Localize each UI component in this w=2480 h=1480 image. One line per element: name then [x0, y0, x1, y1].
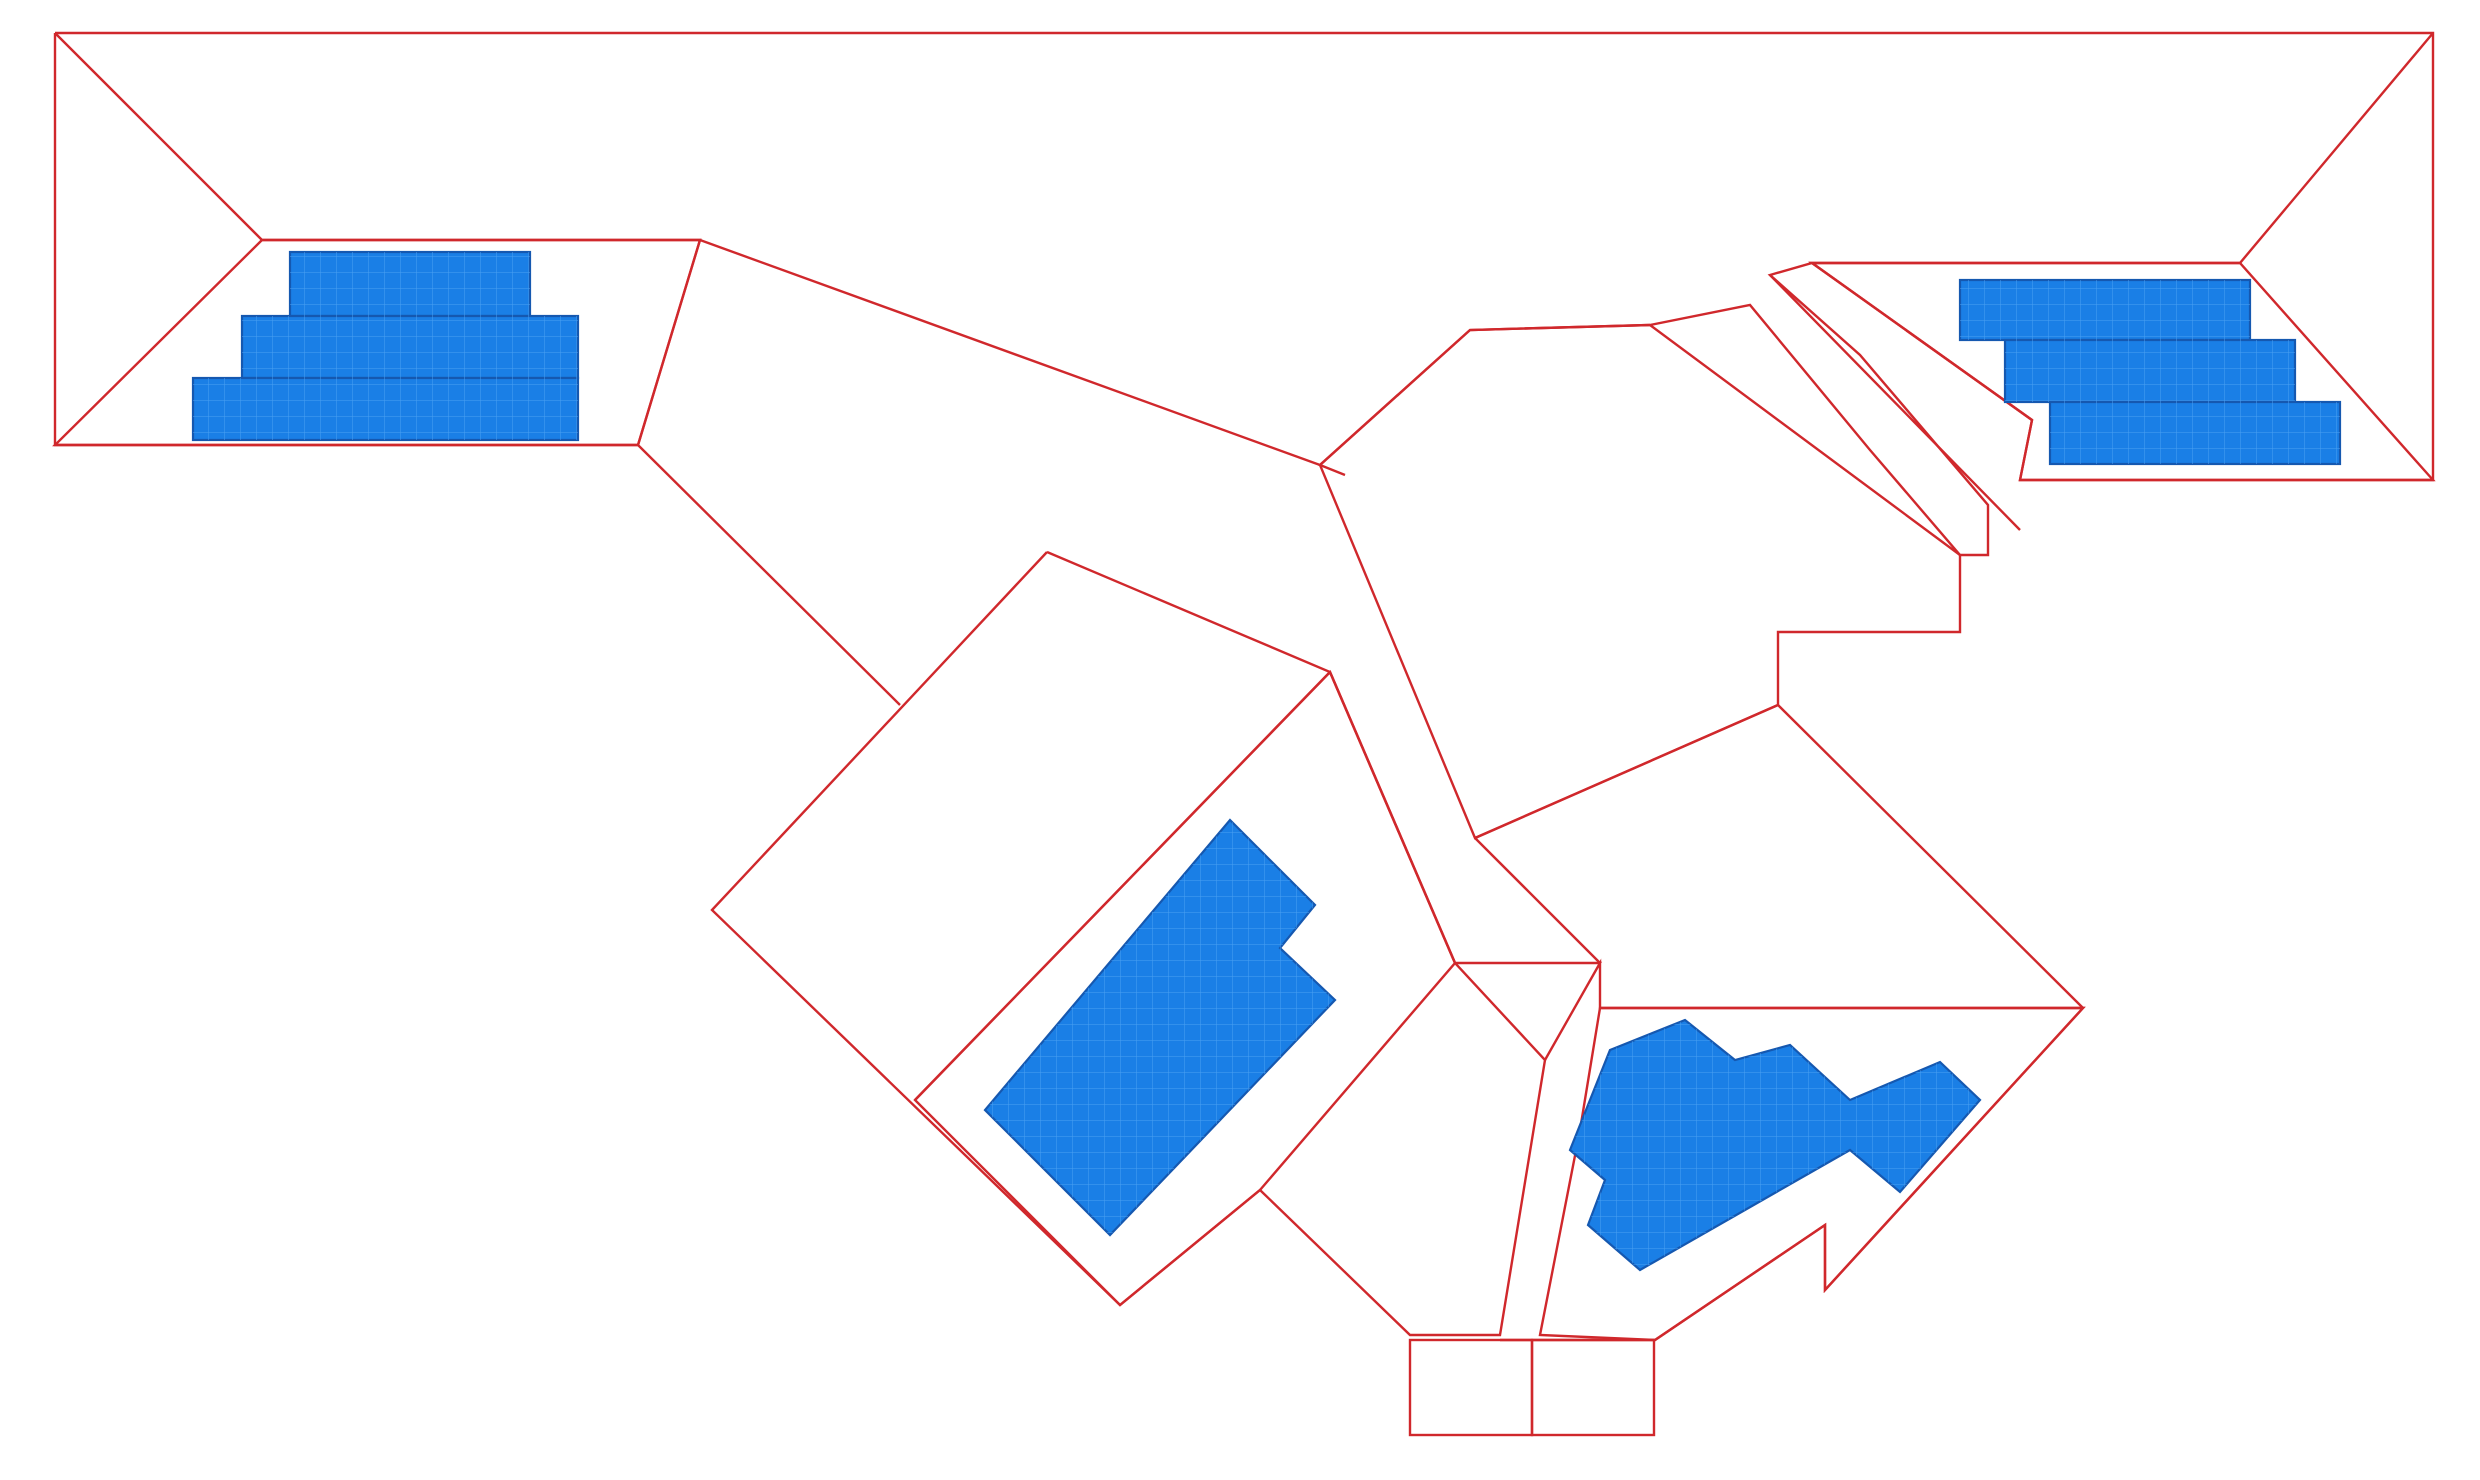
- solar-panel-cells: [2005, 340, 2295, 402]
- facet-west-spine: [637, 444, 901, 706]
- solar-panel-cells: [290, 252, 530, 316]
- solar-panel-cells: [2050, 402, 2340, 464]
- zone-nw: [52, 238, 702, 447]
- solar-panel-cells: [1960, 280, 2250, 340]
- solar-array-nw: [191, 250, 580, 442]
- zone-sw: [913, 669, 1457, 1307]
- facet-center-to-southeast: [1474, 703, 1779, 840]
- solar-panel-cells: [193, 378, 578, 440]
- solar-array-ne: [1958, 278, 2342, 466]
- facet-east-ridge-2: [1769, 274, 2021, 531]
- solar-panel-cells: [242, 316, 578, 378]
- facet-neck-left: [1474, 837, 1601, 964]
- solar-panel-cells: [1570, 1020, 1980, 1270]
- facet-east-bay: [1318, 323, 1962, 840]
- facet-north-hip-ridge: [699, 238, 1321, 467]
- solar-array-se: [1568, 1018, 1982, 1272]
- facet-east-ridge-1: [1649, 324, 1961, 556]
- facet-valley-link: [1777, 704, 2084, 1009]
- roof-outline: [53, 31, 2435, 1437]
- facet-porch-left: [1408, 1338, 1534, 1437]
- usable-zones: [52, 238, 2436, 1342]
- facet-porch-right: [1530, 1338, 1656, 1437]
- zone-ne: [1808, 261, 2436, 482]
- solar-array-sw: [983, 818, 1337, 1237]
- solar-panel-cells: [985, 820, 1335, 1235]
- zone-se: [1538, 1006, 2086, 1342]
